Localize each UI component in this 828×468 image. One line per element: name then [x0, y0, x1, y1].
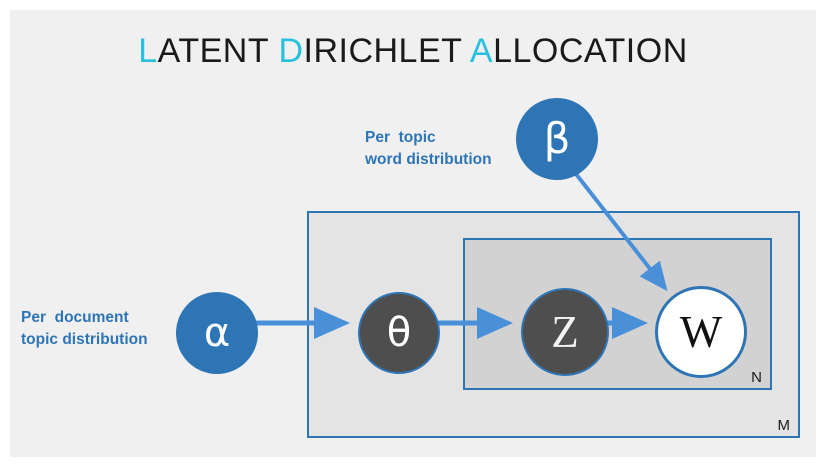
title-cap-a: A	[469, 32, 494, 70]
node-z-label: Z	[551, 306, 579, 357]
title-cap-l: L	[138, 32, 158, 70]
node-z[interactable]: Z	[521, 288, 609, 376]
annotation-alpha-line2: topic distribution	[21, 331, 148, 349]
node-beta[interactable]: β	[516, 98, 598, 180]
plate-n-label: N	[751, 369, 762, 386]
node-alpha[interactable]: α	[176, 292, 258, 374]
node-w-label: W	[679, 306, 723, 357]
node-theta-label: θ	[386, 310, 412, 356]
page-title: LATENT DIRICHLET ALLOCATION	[10, 32, 816, 71]
plate-m-label: M	[777, 417, 791, 434]
annotation-alpha-line1: Per document	[21, 309, 129, 326]
annotation-beta: Per topic word distribution	[365, 127, 492, 172]
annotation-alpha: Per document topic distribution	[21, 307, 148, 352]
title-rest-dirichlet: IRICHLET	[303, 32, 470, 70]
node-beta-label: β	[543, 114, 571, 163]
title-rest-latent: ATENT	[157, 32, 279, 70]
node-theta[interactable]: θ	[358, 292, 440, 374]
annotation-beta-line1: Per topic	[365, 129, 436, 146]
node-alpha-label: α	[203, 310, 231, 356]
title-cap-d: D	[278, 32, 304, 70]
node-w-observed[interactable]: W	[655, 286, 747, 378]
diagram-canvas: LATENT DIRICHLET ALLOCATION M N	[10, 10, 816, 457]
title-rest-allocation: LLOCATION	[493, 32, 688, 70]
annotation-beta-line2: word distribution	[365, 151, 492, 169]
